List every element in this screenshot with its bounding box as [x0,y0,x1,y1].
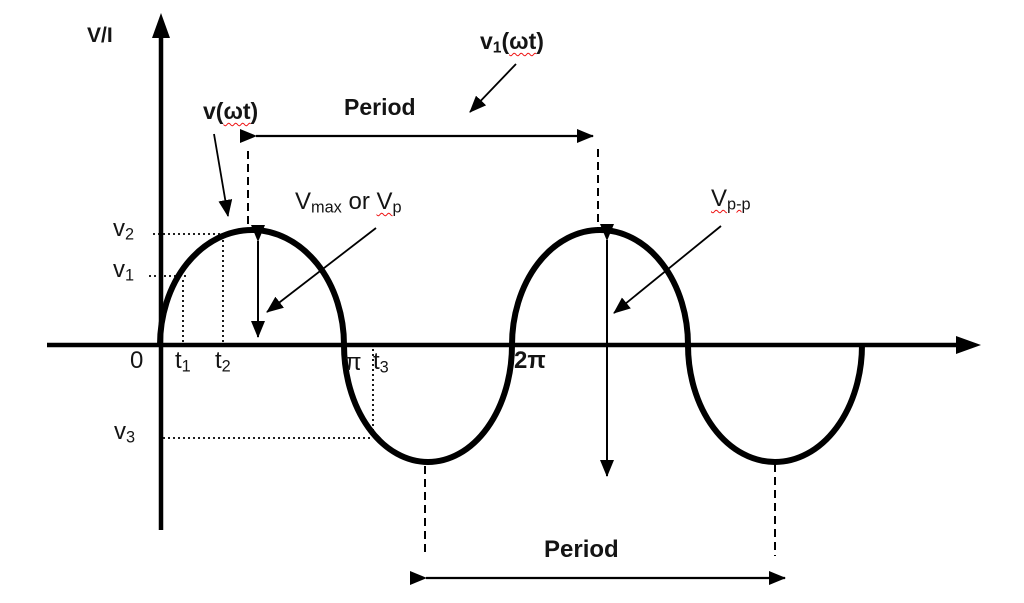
period-top-label: Period [344,94,416,120]
x-axis-arrowhead-icon [956,336,981,354]
vpp-label: Vp-p [711,185,751,214]
t3-tick-label: t3 [373,348,389,377]
v3-tick-label: v3 [114,418,136,447]
spellcheck-underline: Vp-p [711,185,751,214]
y-axis-label: V/I [87,24,113,47]
sine-wave-curve [157,227,865,465]
v1-wt-label: v1(ωt) [480,28,544,57]
v2-tick-label: v2 [113,215,135,244]
v-wt-label: v(ωt) [203,98,259,124]
t2-tick-label: t2 [215,347,231,376]
origin-label: 0 [130,347,144,374]
vmax-or-vp-label: Vmax or Vp [295,188,402,217]
spellcheck-underline: Vp [376,188,402,217]
v-wt-pointer-arrow [213,133,233,217]
vpp-pointer-arrow [613,225,722,314]
v1-wt-pointer-arrow [469,63,517,113]
spellcheck-underline: ωt [223,98,251,124]
two-pi-tick-label: 2π [514,347,546,374]
period-bottom-label: Period [544,536,619,563]
y-axis-arrowhead-icon [152,13,170,38]
spellcheck-underline: ωt [509,28,537,54]
t1-tick-label: t1 [175,347,191,376]
v1-tick-label: v1 [113,256,135,285]
pi-tick-label: π [345,349,362,376]
vmax-pointer-arrow [266,227,377,313]
